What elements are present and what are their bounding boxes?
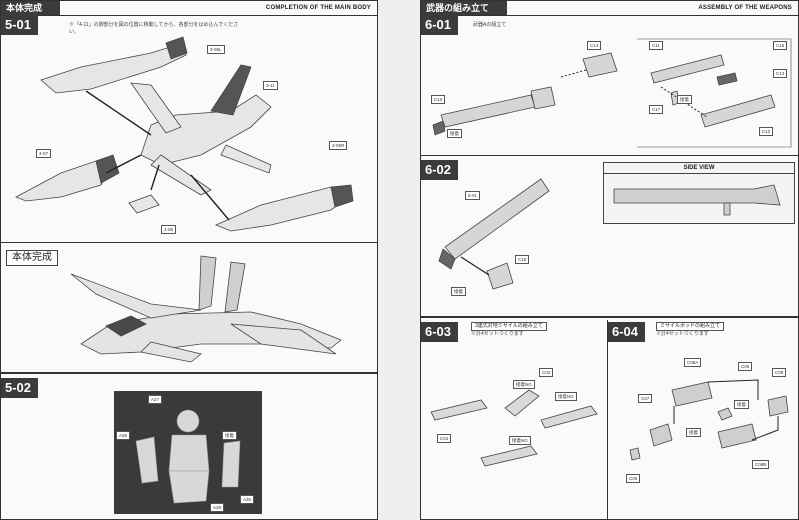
step-number: 6-04 — [608, 322, 646, 342]
part-label: A28 — [210, 503, 225, 512]
part-label: 接着 — [222, 431, 237, 440]
step-6-03-section: 6-03 3連式対地ミサイルの組み立て ※計4セットつくります C03 接着NG… — [421, 320, 608, 519]
step-6-01-section: 6-01 武器Aの組立て C14 C11 C16 C13 C10 接着 — [421, 15, 798, 156]
step-6-03-diagram — [430, 389, 598, 467]
completed-aircraft-illustration — [70, 255, 342, 363]
step-5-01-section: 5-01 ※「4-11」の脚部分を図の位置に移動してから、各部分をはめ込んでくだ… — [1, 15, 377, 243]
part-label: C12 — [759, 127, 774, 136]
step-6-02-section: 6-02 6-01 C15 接着 SIDE VIEW — [421, 157, 798, 318]
part-label: 接着 — [677, 95, 692, 104]
header-title-jp: 本体完成 — [1, 1, 61, 15]
part-label: C11 — [649, 41, 663, 50]
part-label: C14 — [587, 41, 602, 50]
step-title: 3連式対地ミサイルの組み立て — [471, 322, 547, 331]
step-note: ※計4セットつくります — [656, 331, 709, 337]
side-view-panel: SIDE VIEW — [603, 162, 795, 224]
step-number: 5-01 — [1, 15, 39, 35]
part-label: A27 — [148, 395, 163, 404]
step-6-02-diagram — [438, 178, 550, 290]
step-number: 5-02 — [1, 378, 39, 398]
header-title-jp: 武器の組み立て — [421, 1, 508, 15]
part-label: 接着NG — [555, 392, 577, 401]
part-label: 接着NG — [509, 436, 531, 445]
part-label: 3-05L — [207, 45, 225, 54]
left-page: 本体完成 COMPLETION OF THE MAIN BODY 5-01 ※「… — [0, 0, 378, 520]
part-label: 接着NG — [513, 380, 535, 389]
step-6-01-diagram — [432, 38, 792, 148]
header-title-en: COMPLETION OF THE MAIN BODY — [265, 5, 371, 11]
step-note: ※計4セットつくります — [471, 331, 524, 337]
part-label: A36 — [116, 431, 131, 440]
part-label: A35 — [240, 495, 255, 504]
part-label: 3-08 — [161, 225, 177, 234]
pilot-figure-photo: A27 A36 接着 A35 A28 — [114, 391, 262, 514]
part-label: C03 — [539, 368, 554, 377]
part-label: 3-05R — [329, 141, 348, 150]
step-number: 6-01 — [421, 15, 459, 35]
part-label: 接着 — [686, 428, 701, 437]
step-5-01-diagram — [15, 36, 354, 232]
part-label: C09 — [772, 368, 787, 377]
part-label: C04 — [437, 434, 452, 443]
side-view-title: SIDE VIEW — [604, 163, 794, 174]
completion-view-section: 本体完成 — [1, 244, 377, 374]
part-label: 接着 — [451, 287, 466, 296]
part-label: C07 — [638, 394, 653, 403]
right-page-header: 武器の組み立て ASSEMBLY OF THE WEAPONS — [421, 1, 798, 16]
part-label: 6-01 — [465, 191, 481, 200]
part-label: 3-07 — [36, 149, 52, 158]
part-label: 接着 — [734, 400, 749, 409]
header-title-en: ASSEMBLY OF THE WEAPONS — [698, 5, 792, 11]
step-5-02-section: 5-02 A27 A36 接着 A35 A28 — [1, 376, 377, 519]
step-6-04-section: 6-04 ミサイルポッドの組み立て ※計4セットつくります C08A C06 C… — [608, 320, 798, 519]
step-number: 6-02 — [421, 160, 459, 180]
right-page: 武器の組み立て ASSEMBLY OF THE WEAPONS 6-01 武器A… — [420, 0, 799, 520]
part-label: C15 — [515, 255, 530, 264]
part-label: C17 — [649, 105, 664, 114]
part-label: C06 — [738, 362, 753, 371]
part-label: C08A — [684, 358, 702, 367]
step-title: 武器Aの組立て — [473, 22, 507, 28]
completion-label: 本体完成 — [6, 250, 58, 266]
part-label: C05 — [626, 474, 641, 483]
part-label: C16 — [773, 41, 788, 50]
step-number: 6-03 — [421, 322, 459, 342]
part-label: C08B — [752, 460, 770, 469]
left-page-header: 本体完成 COMPLETION OF THE MAIN BODY — [1, 1, 377, 16]
part-label: 接着 — [447, 129, 462, 138]
part-label: 3-11 — [263, 81, 278, 90]
step-note: ※「4-11」の脚部分を図の位置に移動してから、各部分をはめ込んでください。 — [69, 22, 239, 35]
part-label: C10 — [431, 95, 446, 104]
step-title: ミサイルポッドの組み立て — [656, 322, 725, 331]
step-6-04-diagram — [629, 379, 789, 461]
part-label: C13 — [773, 69, 788, 78]
